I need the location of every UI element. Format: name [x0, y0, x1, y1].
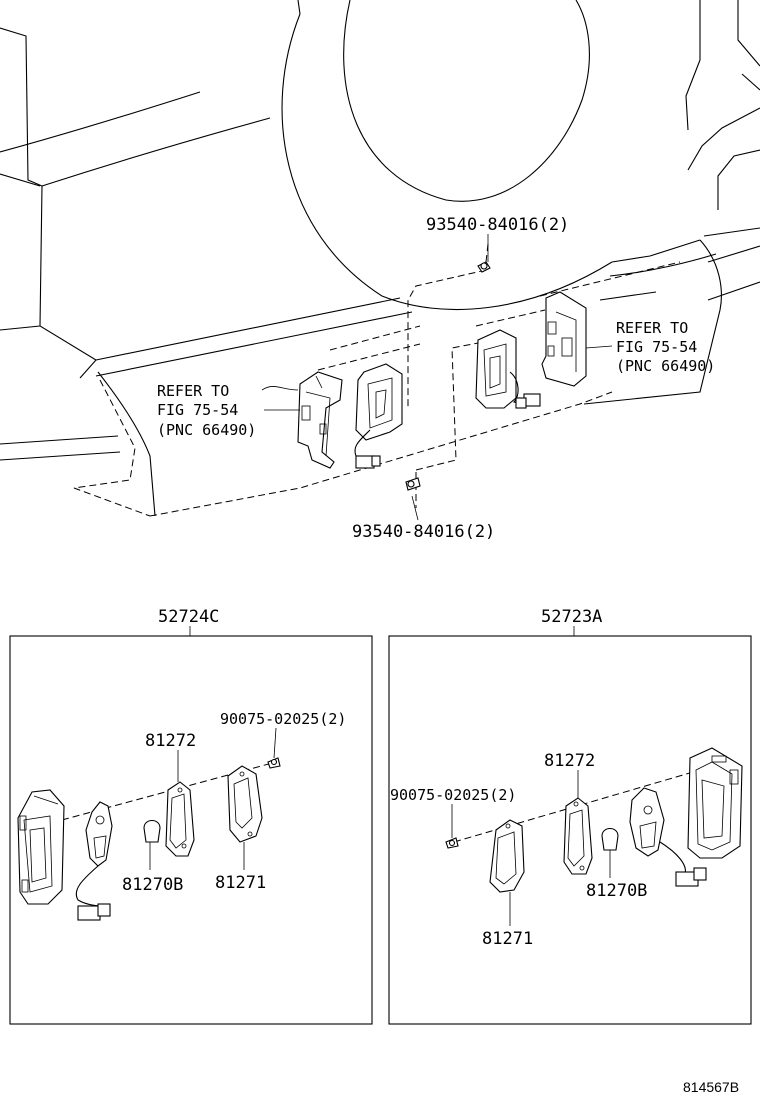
- right-gasket: [489, 819, 525, 893]
- left-gasket: [227, 765, 263, 843]
- bolt-bottom-icon: [405, 477, 421, 491]
- right-bulb-label: 81270B: [586, 881, 647, 901]
- bolt-bottom-label: 93540-84016(2): [352, 522, 495, 542]
- refer-right-line1: REFER TO: [616, 319, 688, 337]
- bolt-top-label: 93540-84016(2): [426, 215, 569, 235]
- left-box-title: 52724C: [158, 607, 219, 627]
- right-screw-icon: [445, 837, 459, 849]
- refer-left-line3: (PNC 66490): [157, 421, 256, 439]
- right-bulb-icon: [601, 827, 619, 851]
- refer-right-callout: REFER TO FIG 75-54 (PNC 66490): [616, 319, 715, 375]
- left-bulb-icon: [143, 819, 161, 843]
- refer-right-line3: (PNC 66490): [616, 357, 715, 375]
- left-gasket-label: 81271: [215, 873, 266, 893]
- right-lens-label: 81272: [544, 751, 595, 771]
- right-gasket-label: 81271: [482, 929, 533, 949]
- right-box-guide-lines: [453, 769, 701, 843]
- left-lamp-housing: [17, 789, 65, 905]
- left-socket-wire: [75, 801, 113, 921]
- left-mount-bracket: [297, 371, 343, 469]
- left-lens-label: 81272: [145, 731, 196, 751]
- right-box-leaders: [451, 770, 611, 926]
- left-exploded-box: [9, 635, 373, 1025]
- right-mount-bracket: [541, 291, 587, 387]
- refer-right-line2: FIG 75-54: [616, 338, 697, 356]
- right-license-lamp-upper: [475, 329, 541, 409]
- left-screw-icon: [267, 757, 281, 769]
- upper-leader-lines: [261, 234, 613, 521]
- right-lamp-housing: [687, 747, 743, 859]
- left-lens: [165, 781, 195, 857]
- refer-left-callout: REFER TO FIG 75-54 (PNC 66490): [157, 382, 256, 439]
- refer-left-line1: REFER TO: [157, 382, 229, 400]
- left-bulb-label: 81270B: [122, 875, 183, 895]
- right-socket-wire: [629, 787, 707, 887]
- figure-code: 814567B: [683, 1079, 739, 1095]
- right-exploded-box: [388, 635, 752, 1025]
- left-screw-label: 90075-02025(2): [220, 710, 346, 728]
- rear-body-outline: [0, 0, 760, 517]
- left-box-leaders: [149, 727, 277, 870]
- right-screw-label: 90075-02025(2): [390, 786, 516, 804]
- refer-left-line2: FIG 75-54: [157, 401, 238, 419]
- right-lens: [563, 797, 593, 875]
- left-license-lamp-upper: [354, 363, 403, 469]
- bolt-top-icon: [477, 261, 491, 273]
- right-box-title: 52723A: [541, 607, 602, 627]
